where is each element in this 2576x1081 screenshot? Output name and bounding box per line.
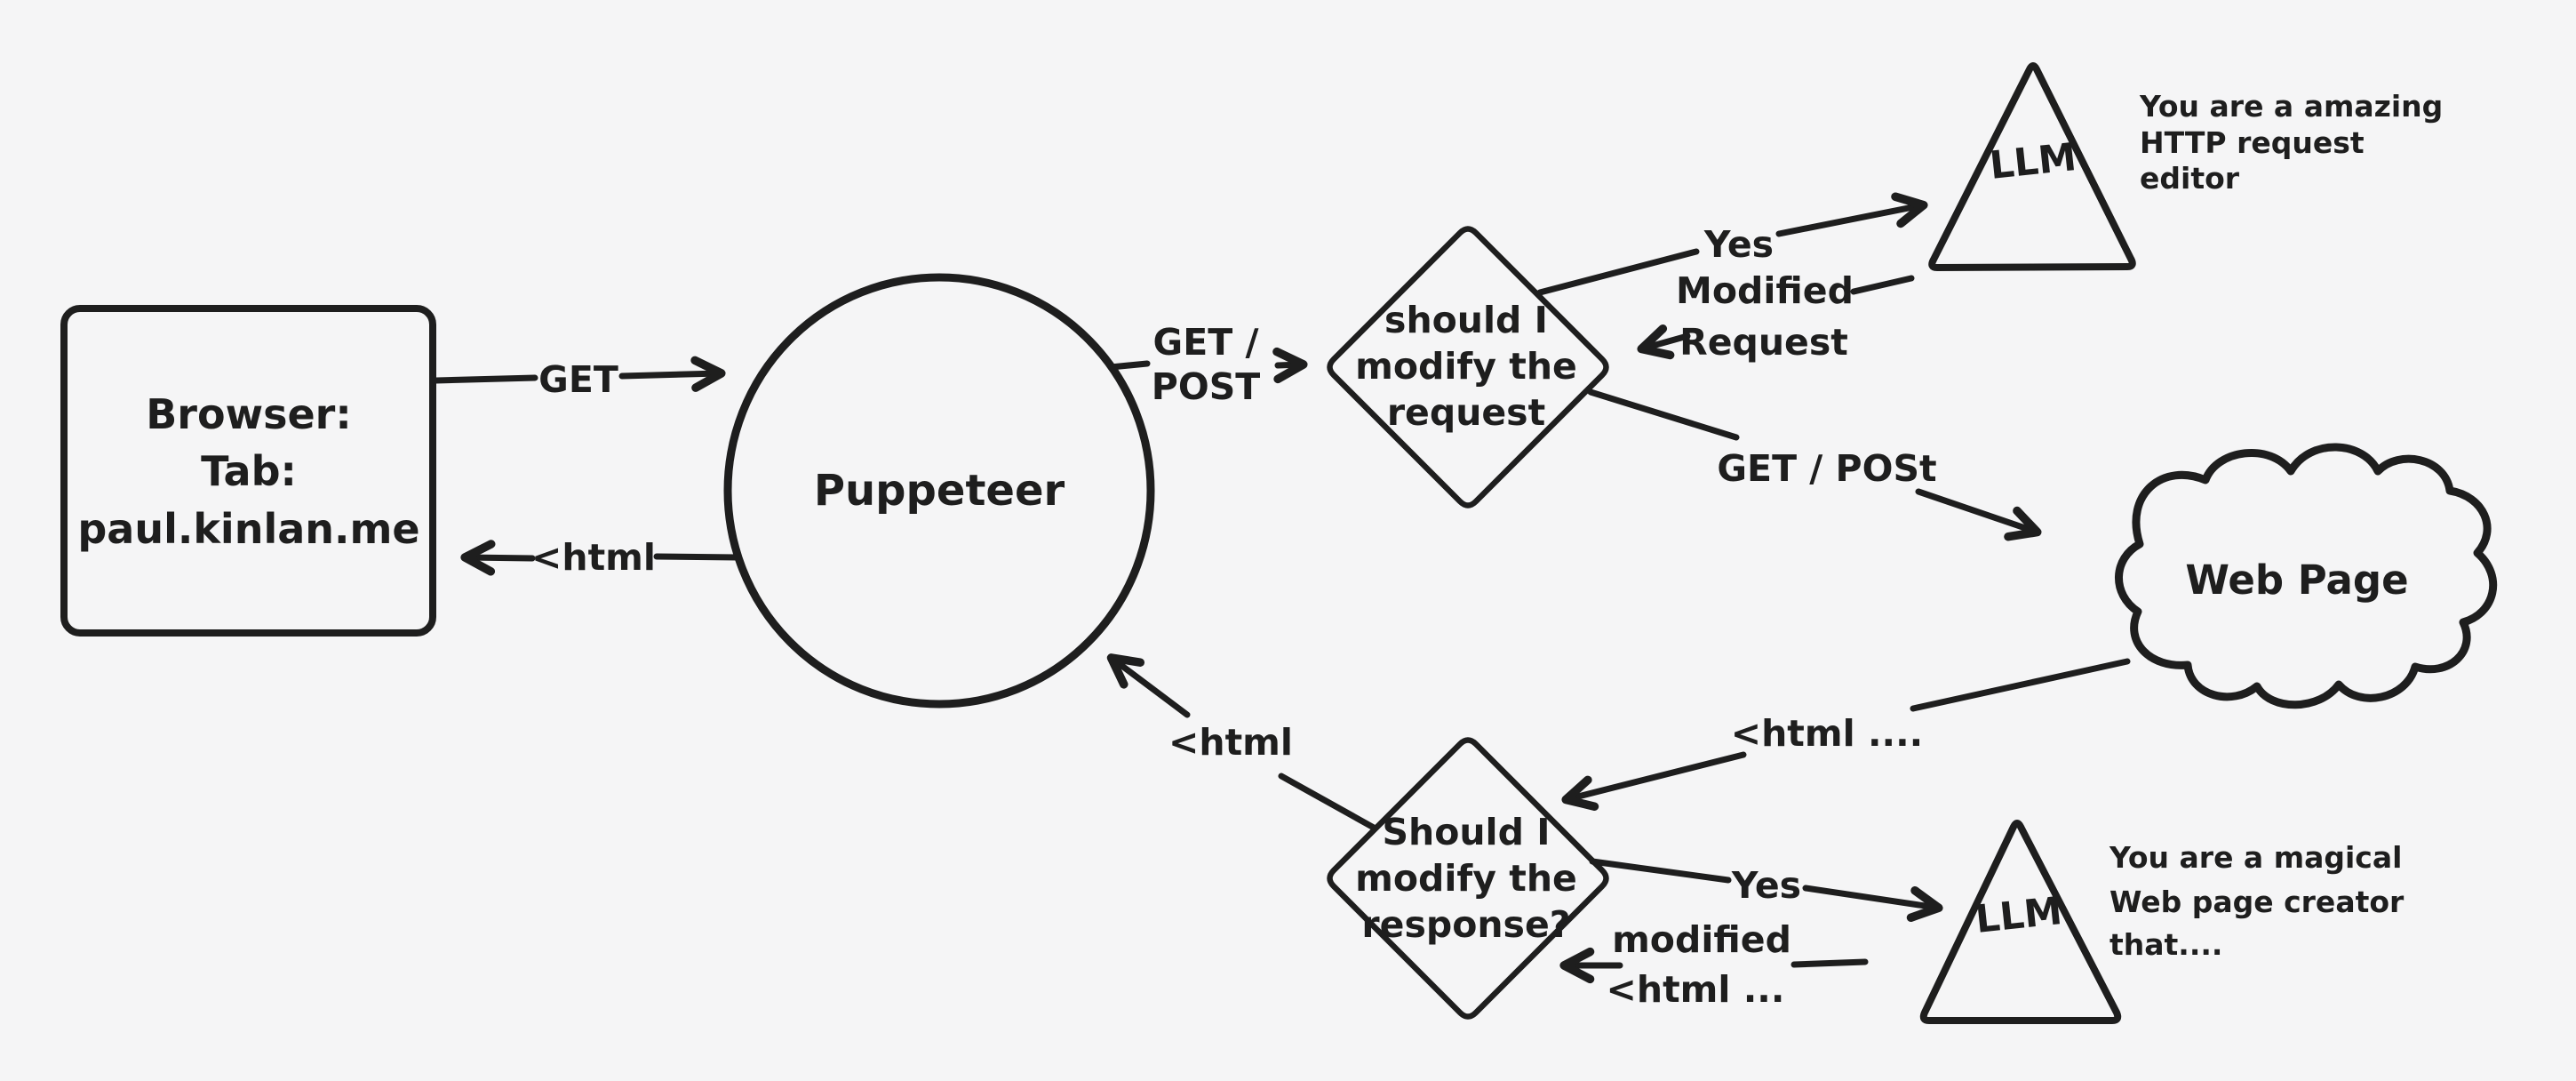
- edge-yes-response-line: [1589, 858, 1937, 908]
- edge-yes-request: Yes: [1536, 205, 1922, 296]
- browser-label-line2: Tab:: [201, 447, 297, 495]
- edge-html-from-webpage-label: <html ....: [1731, 712, 1924, 755]
- edge-yes-response-label: Yes: [1731, 864, 1801, 907]
- edge-get-post-webpage: GET / POSt: [1587, 388, 2036, 532]
- edge-get-post: GET / POST: [1107, 321, 1308, 408]
- browser-label-line1: Browser:: [146, 390, 352, 438]
- edge-get-post-webpage-line: [1587, 388, 2036, 532]
- edge-modified-html-label-line1: modified: [1612, 918, 1791, 961]
- edge-get-post-line: [1107, 360, 1151, 371]
- edge-modified-html-label-line2: <html ...: [1607, 968, 1785, 1011]
- edge-html-return: <html: [467, 536, 741, 579]
- edge-get: GET: [433, 358, 720, 401]
- request-decision-line3: request: [1387, 391, 1545, 434]
- llm-response-triangle: [1919, 820, 2122, 1024]
- request-decision-diamond: [1327, 226, 1609, 508]
- llm-request-triangle: [1928, 62, 2136, 271]
- llm-response-note-line2: Web page creator: [2109, 885, 2405, 919]
- response-decision-diamond: [1327, 737, 1609, 1020]
- response-decision-line2: modify the: [1355, 857, 1577, 900]
- edge-get-line: [433, 373, 720, 380]
- llm-request-label: LLM: [1988, 135, 2078, 188]
- edge-modified-html: modified <html ...: [1566, 918, 1869, 1011]
- edge-html-return-line: [467, 557, 741, 558]
- puppeteer-label: Puppeteer: [814, 466, 1065, 516]
- llm-request-node: LLM You are a amazing HTTP request edito…: [1928, 62, 2443, 271]
- puppeteer-node: Puppeteer: [723, 273, 1155, 709]
- edge-html-to-puppeteer-label: <html: [1168, 721, 1293, 764]
- edge-modified-request-label-line2: Request: [1679, 321, 1848, 364]
- request-decision-line2: modify the: [1355, 345, 1577, 388]
- puppeteer-circle: [723, 273, 1155, 709]
- response-decision-node: Should I modify the response?: [1327, 737, 1609, 1020]
- llm-request-note-line2: HTTP request: [2140, 125, 2365, 160]
- llm-response-note-line3: that....: [2109, 927, 2222, 962]
- browser-box: [60, 305, 436, 637]
- llm-response-label: LLM: [1974, 889, 2064, 942]
- llm-request-note-line1: You are a amazing: [2139, 89, 2443, 124]
- browser-node: Browser: Tab: paul.kinlan.me: [60, 305, 436, 637]
- web-page-cloud: [2115, 443, 2498, 709]
- edge-html-to-puppeteer-line: [1113, 659, 1377, 831]
- edge-html-from-webpage-line: [1567, 658, 2131, 799]
- edge-yes-response: Yes: [1589, 858, 1937, 908]
- response-decision-line3: response?: [1361, 903, 1570, 946]
- llm-request-note-line3: editor: [2140, 161, 2240, 196]
- edge-html-to-puppeteer: <html: [1113, 659, 1377, 831]
- edge-get-post-label-line1: GET /: [1153, 321, 1259, 364]
- llm-response-node: LLM You are a magical Web page creator t…: [1919, 820, 2405, 1024]
- llm-response-note-line1: You are a magical: [2109, 840, 2402, 875]
- request-decision-line1: should I: [1384, 299, 1548, 341]
- web-page-label: Web Page: [2185, 557, 2408, 604]
- edge-get-post-arrow: [1272, 347, 1308, 384]
- browser-label-line3: paul.kinlan.me: [77, 505, 419, 553]
- edge-html-return-label: <html: [531, 536, 656, 579]
- web-page-node: Web Page: [2115, 443, 2498, 709]
- request-decision-node: should I modify the request: [1327, 226, 1609, 508]
- edge-modified-html-line: [1566, 962, 1869, 965]
- edge-yes-request-line: [1536, 205, 1922, 296]
- edge-modified-request-line: [1643, 275, 1915, 348]
- edge-modified-request-label-line1: Modified: [1676, 269, 1854, 312]
- edge-html-from-webpage: <html ....: [1567, 658, 2131, 799]
- edge-modified-request: Modified Request: [1643, 269, 1915, 364]
- edge-get-post-webpage-label: GET / POSt: [1717, 447, 1936, 490]
- edge-yes-request-label: Yes: [1703, 223, 1774, 266]
- edge-get-post-label-line2: POST: [1152, 365, 1260, 408]
- edge-get-label: GET: [538, 358, 618, 401]
- response-decision-line1: Should I: [1382, 811, 1550, 853]
